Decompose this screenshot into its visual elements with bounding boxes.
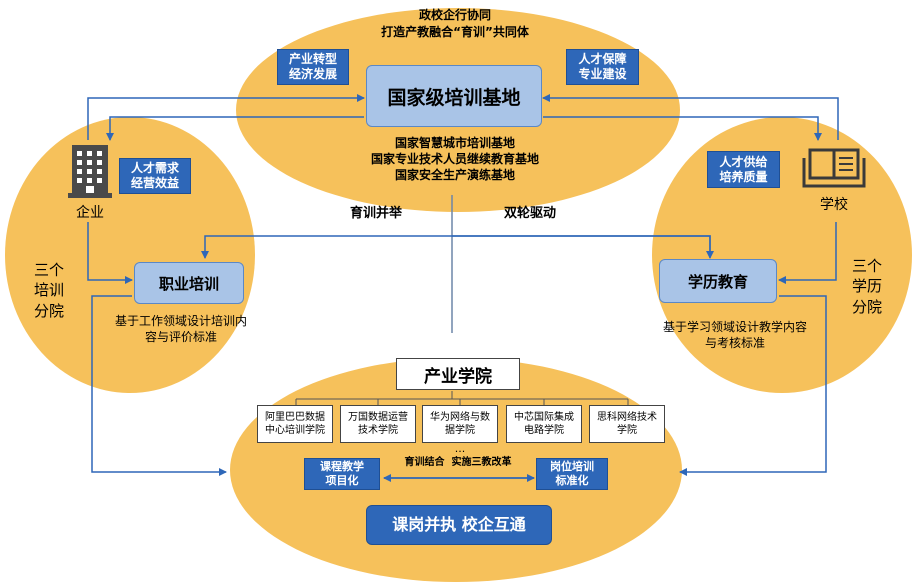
bottom-center-text: 育训结合 实施三教改革	[404, 457, 512, 468]
top-header-line1: 政校企行协同	[418, 8, 491, 22]
vocational-training-box: 职业培训	[134, 262, 244, 304]
left-branch-label: 三个 培训 分院	[33, 261, 64, 320]
vocational-training-desc: 基于工作领域设计培训内 容与评价标准	[114, 314, 247, 344]
left-badge: 人才需求 经营效益	[119, 158, 191, 194]
book-icon	[802, 148, 866, 188]
college-1: 阿里巴巴数据 中心培训学院	[257, 405, 333, 443]
left-circle	[5, 117, 255, 393]
arrow-school-to-base	[542, 94, 839, 140]
school-label: 学校	[820, 197, 848, 213]
arrow-base-to-enterprise	[106, 116, 364, 141]
arrow-enterprise-to-training	[87, 222, 133, 284]
arrow-enterprise-to-base	[87, 94, 365, 140]
base-name-3: 国家安全生产演练基地	[394, 168, 515, 182]
right-top-badge: 人才保障 专业建设	[566, 49, 639, 85]
post-box: 岗位培训 标准化	[536, 458, 608, 490]
arrow-education-return	[679, 295, 827, 476]
bottom-circle	[230, 358, 682, 582]
college-3: 华为网络与数 据学院	[422, 405, 498, 443]
bottom-ellipsis: ...	[454, 442, 466, 455]
right-badge: 人才供给 培养质量	[707, 151, 780, 188]
course-box: 课程教学 项目化	[304, 458, 380, 490]
college-5: 思科网络技术 学院	[589, 405, 665, 443]
base-name-2: 国家专业技术人员继续教育基地	[370, 152, 539, 166]
left-top-badge: 产业转型 经济发展	[277, 49, 349, 85]
academic-education-box: 学历教育	[659, 259, 777, 303]
college-2: 万国数据运营 技术学院	[340, 405, 416, 443]
arrow-training-to-education	[452, 235, 714, 259]
base-name-1: 国家智慧城市培训基地	[394, 136, 515, 150]
top-header-line2: 打造产教融合“育训”共同体	[381, 25, 529, 39]
right-circle	[652, 117, 912, 393]
arrow-base-to-school	[543, 116, 822, 141]
right-branch-label: 三个 学历 分院	[851, 257, 882, 316]
national-base-box: 国家级培训基地	[366, 65, 542, 127]
enterprise-label: 企业	[76, 205, 104, 221]
middle-label-right: 双轮驱动	[503, 206, 556, 221]
slogan-box: 课岗并执 校企互通	[366, 505, 552, 545]
building-icon	[68, 145, 112, 198]
arrow-school-to-education	[778, 222, 837, 284]
arrow-education-to-training	[201, 235, 711, 259]
college-4: 中芯国际集成 电路学院	[506, 405, 582, 443]
industry-college-title: 产业学院	[396, 358, 520, 390]
arrow-training-return	[91, 295, 227, 476]
academic-education-desc: 基于学习领域设计教学内容 与考核标准	[662, 320, 807, 350]
middle-label-left: 育训并举	[349, 206, 402, 221]
